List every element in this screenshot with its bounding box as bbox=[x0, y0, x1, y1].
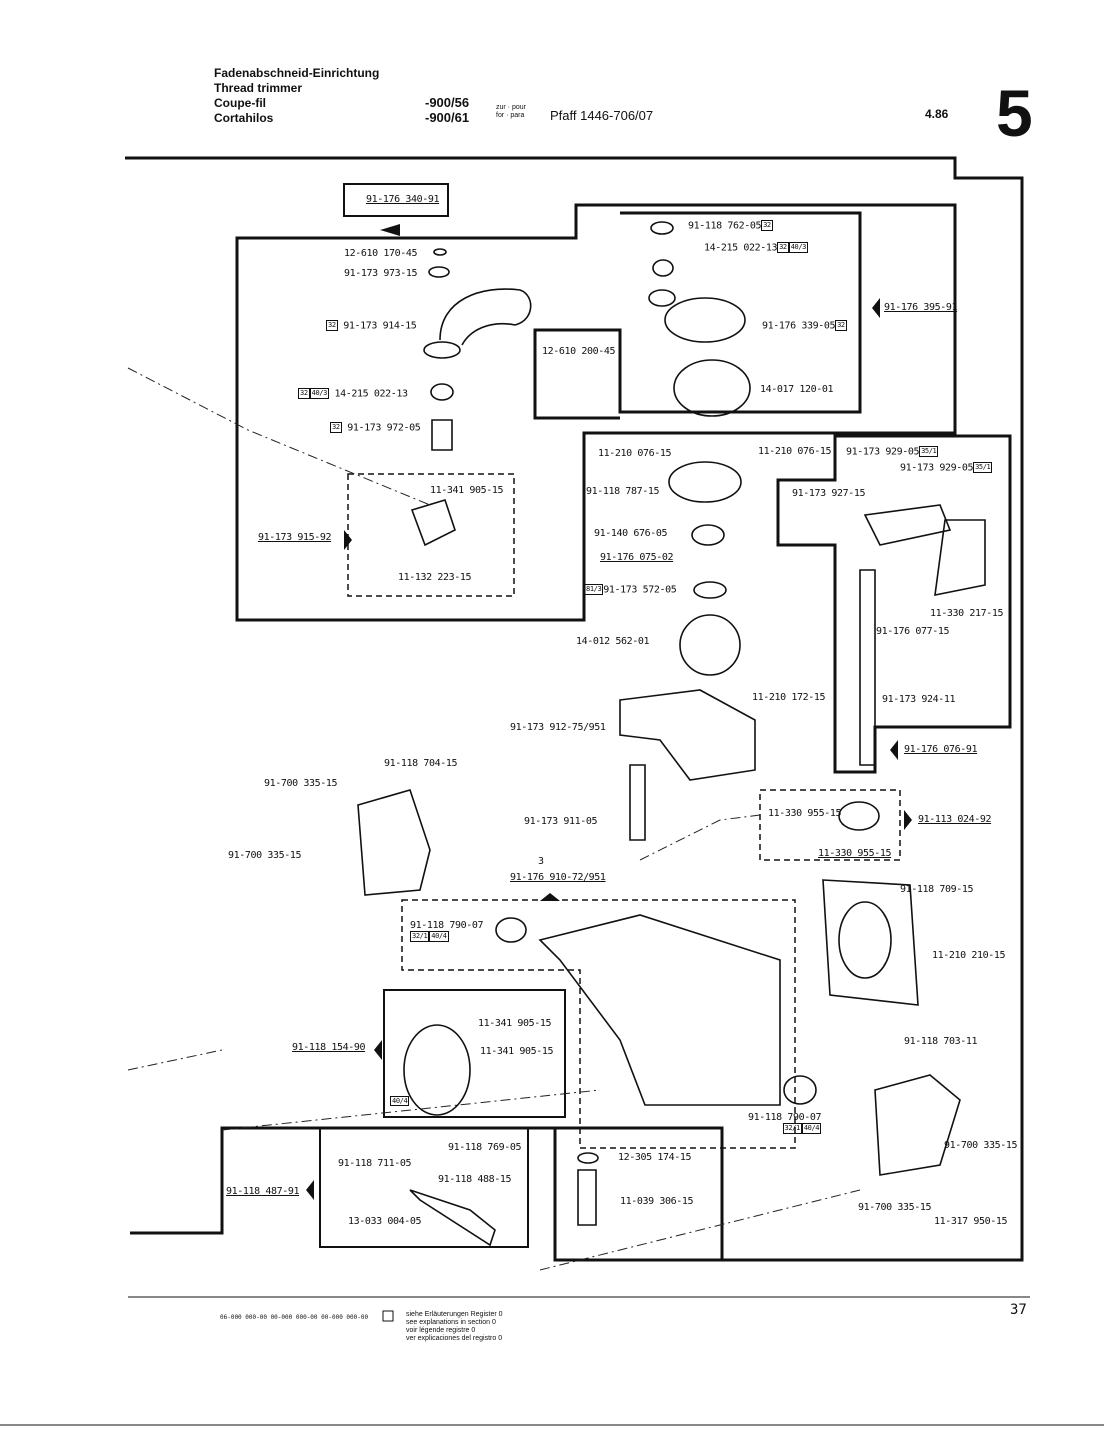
title-block: Fadenabschneid-Einrichtung Thread trimme… bbox=[214, 66, 379, 126]
part-label-assembly: 91-176 395-91 bbox=[884, 302, 958, 313]
part-label: 11-210 076-15 bbox=[758, 446, 832, 457]
footer-codes: 06-000 000-00 00-000 000-00 00-000 000-0… bbox=[220, 1314, 369, 1321]
legend-de: siehe Erläuterungen Register 0 bbox=[406, 1311, 503, 1318]
section-number: 5 bbox=[996, 76, 1033, 150]
part-label: 91-118 787-15 bbox=[586, 486, 660, 497]
part-label: 91-118 769-05 bbox=[448, 1142, 522, 1153]
part-label-assembly: 91-176 076-91 bbox=[904, 744, 978, 755]
title-en: Thread trimmer bbox=[214, 81, 303, 95]
part-label: 11-210 210-15 bbox=[932, 950, 1006, 961]
part-label: 12-610 170-45 bbox=[344, 248, 418, 259]
part-label: 91-700 335-15 bbox=[944, 1140, 1018, 1151]
part-label: 11-330 955-15 bbox=[768, 808, 842, 819]
part-label: 13-033 004-05 bbox=[348, 1216, 422, 1227]
part-label: 91-173 911-05 bbox=[524, 816, 598, 827]
zur-pour-block: zur · pour for · para bbox=[496, 104, 526, 120]
part-label: 91-118 704-15 bbox=[384, 758, 458, 769]
part-label-assembly: 91-118 154-90 bbox=[292, 1042, 366, 1053]
part-label: 91-118 709-15 bbox=[900, 884, 974, 895]
figure-mark: 3 bbox=[538, 856, 544, 867]
part-label-assembly: 91-118 487-91 bbox=[226, 1186, 300, 1197]
part-label: 11-317 950-15 bbox=[934, 1216, 1008, 1227]
part-label: 32 91-173 914-15 bbox=[326, 320, 417, 332]
part-tag: 40/4 bbox=[390, 1096, 410, 1106]
machine-model: Pfaff 1446-706/07 bbox=[550, 108, 654, 123]
legend-en: see explanations in section 0 bbox=[406, 1319, 496, 1326]
legend-fr: voir légende registre 0 bbox=[406, 1327, 476, 1334]
issue-date: 4.86 bbox=[925, 107, 949, 121]
part-label: 91-173 927-15 bbox=[792, 488, 866, 499]
part-label-assembly: 91-113 024-92 bbox=[918, 814, 992, 825]
page-number: 37 bbox=[1010, 1302, 1027, 1318]
part-label: 11-039 306-15 bbox=[620, 1196, 694, 1207]
part-label: 91-118 488-15 bbox=[438, 1174, 512, 1185]
part-label: 91-118 703-11 bbox=[904, 1036, 978, 1047]
part-label: 11-210 076-15 bbox=[598, 448, 672, 459]
part-label-assembly: 91-176 910-72/951 bbox=[510, 872, 606, 883]
part-label: 91-118 711-05 bbox=[338, 1158, 412, 1169]
variant-block: -900/56 -900/61 bbox=[425, 95, 469, 125]
part-label: 11-132 223-15 bbox=[398, 572, 472, 583]
title-de: Fadenabschneid-Einrichtung bbox=[214, 66, 380, 80]
part-label: 12-305 174-15 bbox=[618, 1152, 692, 1163]
for-para: for · para bbox=[496, 112, 525, 119]
part-label: 14-017 120-01 bbox=[760, 384, 834, 395]
part-label-assembly: 91-173 915-92 bbox=[258, 532, 332, 543]
legend-es: ver explicaciones del registro 0 bbox=[406, 1335, 503, 1342]
zur-pour: zur · pour bbox=[496, 104, 526, 111]
part-label: 11-330 217-15 bbox=[930, 608, 1004, 619]
part-label: 11-341 905-15 bbox=[478, 1018, 552, 1029]
footer-legend: siehe Erläuterungen Register 0 see expla… bbox=[406, 1311, 503, 1343]
part-label: 91-700 335-15 bbox=[858, 1202, 932, 1213]
title-es: Cortahilos bbox=[214, 111, 274, 125]
part-label: 14-012 562-01 bbox=[576, 636, 650, 647]
part-label: 91-176 075-02 bbox=[600, 552, 674, 563]
variant-2: -900/61 bbox=[425, 110, 470, 125]
part-label: 12-610 200-45 bbox=[542, 346, 616, 357]
part-label: 11-330 955-15 bbox=[818, 848, 892, 859]
part-label: 91-176 077-15 bbox=[876, 626, 950, 637]
part-label: 91-173 912-75/951 bbox=[510, 722, 606, 733]
part-label: 11-210 172-15 bbox=[752, 692, 826, 703]
part-label: 91-173 973-15 bbox=[344, 268, 418, 279]
part-label: 91-173 924-11 bbox=[882, 694, 956, 705]
part-label: 32 91-173 972-05 bbox=[330, 422, 421, 434]
part-label: 11-341 905-15 bbox=[430, 485, 504, 496]
part-label: 91-140 676-05 bbox=[594, 528, 668, 539]
part-label-assembly-91-176-340-91: 91-176 340-91 bbox=[366, 194, 440, 205]
part-label: 11-341 905-15 bbox=[480, 1046, 554, 1057]
title-fr: Coupe-fil bbox=[214, 96, 266, 110]
part-label: 91-700 335-15 bbox=[228, 850, 302, 861]
variant-1: -900/56 bbox=[425, 95, 470, 110]
part-label: 91-700 335-15 bbox=[264, 778, 338, 789]
